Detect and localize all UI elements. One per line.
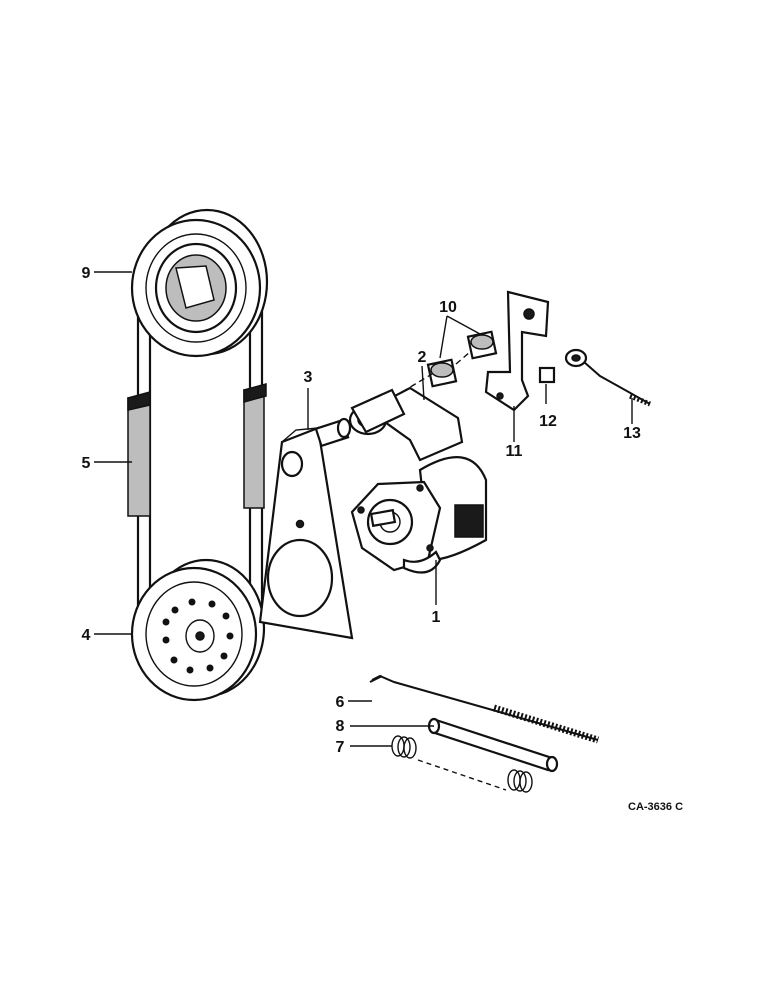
angle-bracket: [484, 290, 550, 412]
lower-pulley: [130, 558, 266, 702]
hydraulic-pump: [350, 456, 488, 574]
callout-12: 12: [539, 413, 557, 430]
upper-pulley: [130, 208, 269, 358]
callout-11: 11: [506, 443, 523, 460]
figure-code: CA-3636 C: [628, 801, 683, 813]
callout-3: 3: [304, 369, 313, 386]
callout-5: 5: [82, 455, 91, 472]
leader-lines: [94, 271, 633, 747]
callout-2: 2: [418, 349, 427, 366]
small-bushing: [538, 366, 556, 384]
callout-1: 1: [432, 609, 441, 626]
callout-labels: 1 2 3 4 5 6 7 8 9 10 11 12 13: [82, 265, 641, 756]
bushings: [401, 330, 498, 393]
mounting-plate: [258, 417, 354, 640]
callout-8: 8: [336, 718, 345, 735]
callout-4: 4: [82, 627, 91, 644]
callout-10: 10: [439, 299, 457, 316]
callout-9: 9: [82, 265, 91, 282]
callout-6: 6: [336, 694, 345, 711]
threaded-rod: [369, 674, 600, 744]
callout-13: 13: [623, 425, 641, 442]
spacer-tube: [427, 717, 559, 773]
eye-bolt: [564, 348, 651, 407]
pulley-bolt-holes: [162, 598, 234, 674]
callout-7: 7: [336, 739, 345, 756]
support-bracket: [348, 386, 464, 462]
